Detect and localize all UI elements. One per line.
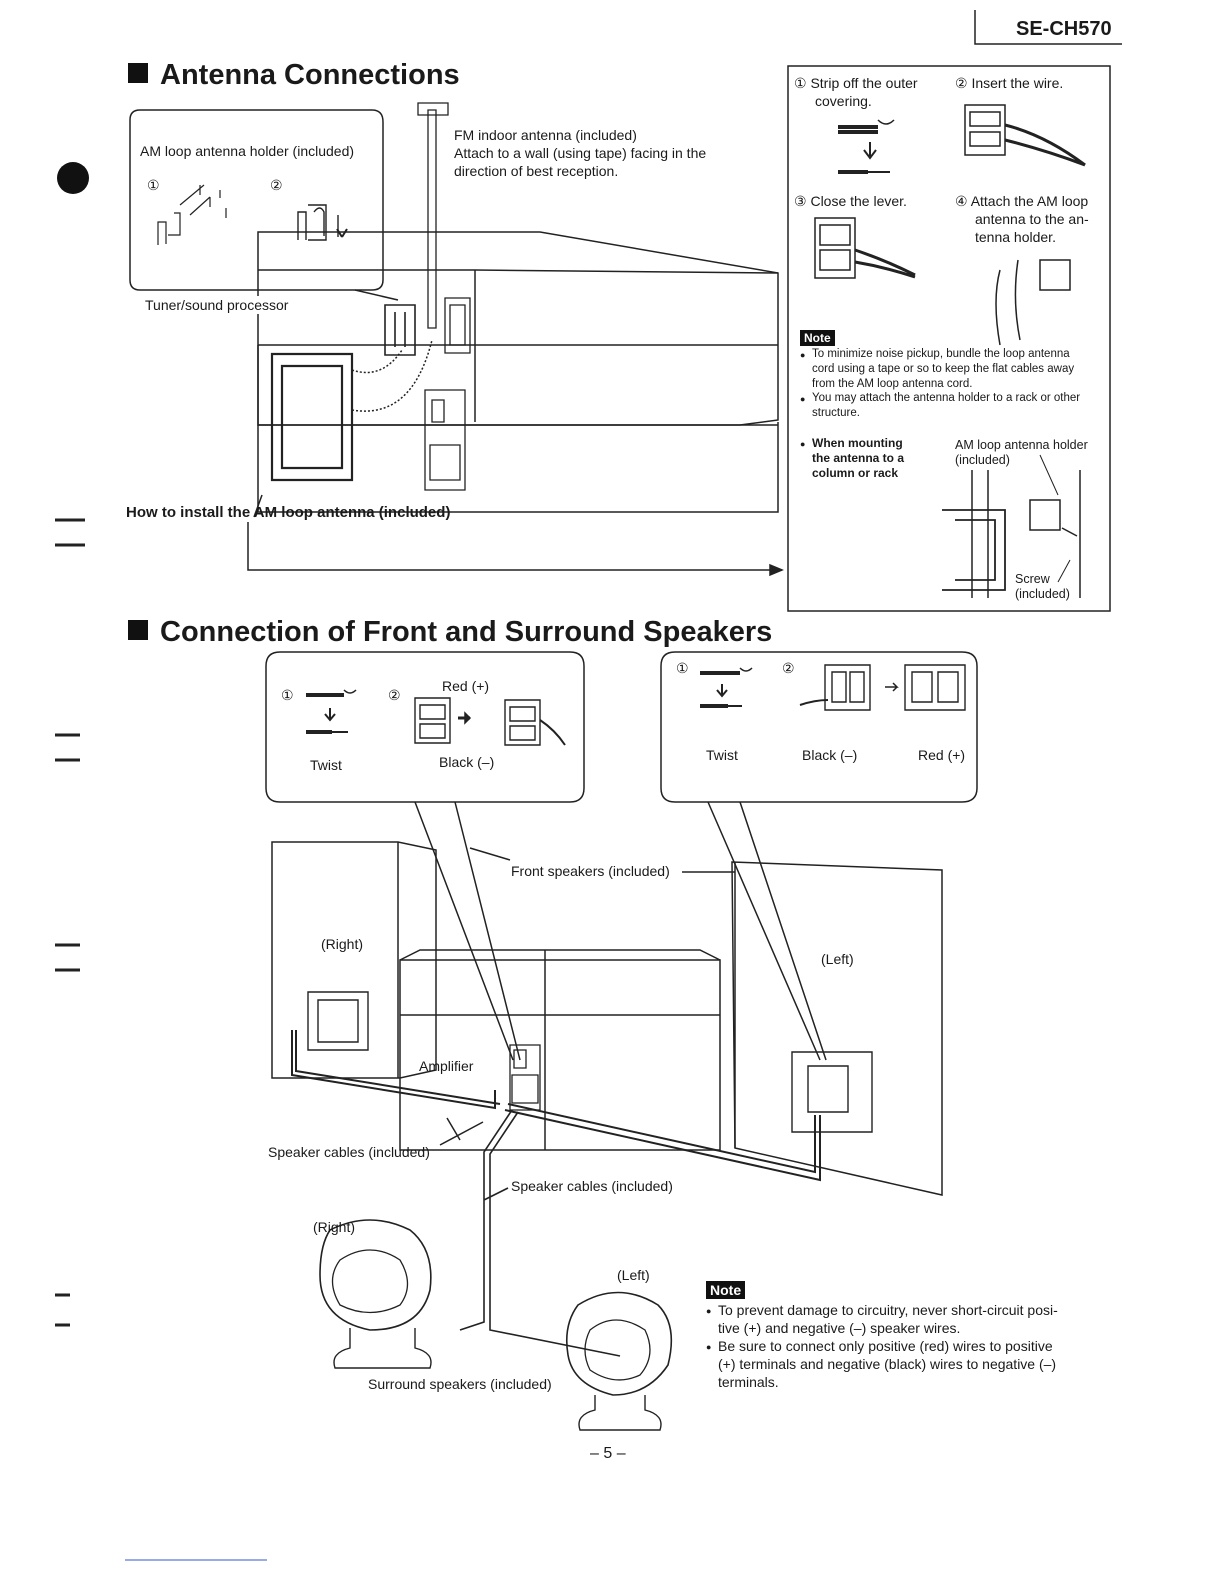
left-box-step2: ②: [388, 687, 401, 703]
note-line: cord using a tape or so to keep the flat…: [812, 362, 1075, 375]
step1-text: Strip off the outer: [810, 75, 918, 91]
fm-line: Attach to a wall (using tape) facing in …: [454, 145, 707, 161]
screw-line: (included): [1015, 587, 1070, 601]
page-number: – 5 –: [590, 1445, 626, 1462]
antenna-steps-panel: [787, 65, 1111, 612]
model-number: SE-CH570: [1016, 18, 1112, 40]
surround-left-label: (Left): [617, 1267, 650, 1283]
screw-caption: Screw (included): [1015, 572, 1070, 602]
speaker-cables-surround-label: Speaker cables (included): [511, 1178, 673, 1194]
speaker-notes: To prevent damage to circuitry, never sh…: [706, 1301, 1101, 1391]
note-item: To prevent damage to circuitry, never sh…: [706, 1301, 1101, 1337]
right-box-step2: ②: [782, 660, 795, 676]
right-box-red: Red (+): [918, 747, 966, 763]
holder-line: AM loop antenna holder: [955, 438, 1088, 452]
section-square-icon: [128, 63, 148, 83]
left-box-twist: Twist: [310, 757, 342, 773]
section-square-icon: [128, 620, 148, 640]
step4-text: antenna to the an-: [975, 211, 1089, 227]
am-holder-label: AM loop antenna holder (included): [140, 143, 355, 159]
am-loop-antenna: [270, 352, 354, 482]
antenna-section-title: Antenna Connections: [128, 58, 460, 92]
mount-line: When mounting: [812, 436, 903, 450]
step2-text: Insert the wire.: [971, 75, 1064, 91]
antenna-notes: To minimize noise pickup, bundle the loo…: [800, 347, 1105, 421]
note-line: structure.: [812, 407, 860, 420]
left-box-step1: ①: [281, 687, 294, 703]
step3-mark: ③: [794, 193, 807, 209]
punch-hole-mark: [57, 162, 89, 194]
front-speaker-callout: [265, 651, 585, 803]
step3-text: Close the lever.: [810, 193, 907, 209]
note-line: terminals.: [718, 1374, 779, 1390]
note-badge: Note: [800, 329, 835, 347]
left-box-black: Black (–): [439, 754, 495, 770]
amplifier-label: Amplifier: [419, 1058, 474, 1074]
holder-step2-mark: ②: [270, 177, 283, 193]
note-badge-text: Note: [800, 330, 835, 346]
step1-text: covering.: [815, 93, 872, 109]
header-rule: [974, 10, 1122, 45]
holder-step1-mark: ①: [147, 177, 160, 193]
fm-antenna-text: FM indoor antenna (included) Attach to a…: [454, 126, 706, 180]
step4-mark: ④: [955, 193, 968, 209]
step4: ④ Attach the AM loop antenna to the an- …: [955, 192, 1089, 246]
am-holder-callout: [129, 109, 384, 291]
holder-line: (included): [955, 453, 1010, 467]
note-line: tive (+) and negative (–) speaker wires.: [718, 1320, 961, 1336]
right-box-twist: Twist: [706, 747, 738, 763]
surround-speaker-right: [319, 1219, 432, 1331]
speaker-cables-front-label: Speaker cables (included): [268, 1144, 430, 1160]
step4-text: Attach the AM loop: [970, 193, 1089, 209]
front-right-label: (Right): [321, 936, 364, 952]
speaker-note-badge: Note: [706, 1281, 746, 1300]
tuner-unit-outline: [257, 231, 779, 426]
speakers-section-title: Connection of Front and Surround Speaker…: [128, 615, 772, 649]
step3: ③ Close the lever.: [794, 192, 907, 210]
note-line: (+) terminals and negative (black) wires…: [718, 1356, 1057, 1372]
right-box-step1: ①: [676, 660, 689, 676]
surround-speaker-left: [565, 1291, 673, 1396]
note-badge-text: Note: [706, 1281, 746, 1299]
fm-line: direction of best reception.: [454, 163, 619, 179]
surround-speakers-label: Surround speakers (included): [368, 1376, 552, 1392]
right-box-black: Black (–): [802, 747, 858, 763]
front-left-label: (Left): [821, 951, 854, 967]
note-line: To prevent damage to circuitry, never sh…: [718, 1302, 1058, 1318]
install-label: How to install the AM loop antenna (incl…: [126, 504, 451, 521]
step4-text: tenna holder.: [975, 229, 1056, 245]
note-line: Be sure to connect only positive (red) w…: [718, 1338, 1053, 1354]
step1: ① Strip off the outer covering.: [794, 74, 918, 110]
note-item: Be sure to connect only positive (red) w…: [706, 1337, 1101, 1391]
antenna-title-text: Antenna Connections: [160, 59, 460, 91]
mount-line: column or rack: [812, 466, 899, 480]
note-item: To minimize noise pickup, bundle the loo…: [800, 347, 1105, 391]
step2-mark: ②: [955, 75, 968, 91]
front-speaker-left: [731, 861, 943, 1196]
surround-right-label: (Right): [313, 1219, 356, 1235]
note-item: You may attach the antenna holder to a r…: [800, 391, 1105, 421]
mount-note: When mounting the antenna to a column or…: [800, 436, 904, 481]
screw-line: Screw: [1015, 572, 1050, 586]
left-box-red: Red (+): [442, 678, 490, 694]
holder-caption: AM loop antenna holder (included): [955, 438, 1088, 468]
front-speakers-label: Front speakers (included): [511, 863, 670, 879]
surround-speaker-callout: [660, 651, 978, 803]
note-line: To minimize noise pickup, bundle the loo…: [812, 348, 1070, 360]
step2: ② Insert the wire.: [955, 74, 1063, 92]
step1-mark: ①: [794, 75, 807, 91]
note-item: When mounting the antenna to a column or…: [800, 436, 904, 481]
fm-line: FM indoor antenna (included): [454, 127, 637, 143]
note-line: from the AM loop antenna cord.: [812, 377, 973, 390]
speakers-title-text: Connection of Front and Surround Speaker…: [160, 616, 773, 648]
tuner-label: Tuner/sound processor: [145, 296, 289, 314]
note-line: You may attach the antenna holder to a r…: [812, 392, 1081, 405]
mount-line: the antenna to a: [812, 451, 905, 465]
